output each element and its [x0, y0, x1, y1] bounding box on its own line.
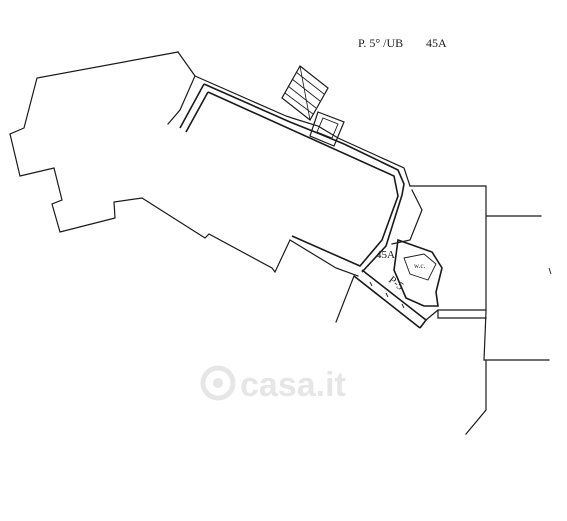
unit-label: 45A [376, 249, 395, 261]
balcony-left-edge [335, 275, 355, 323]
building-outline-left [9, 51, 359, 277]
stair-landing [309, 111, 345, 147]
stairwell [281, 65, 345, 147]
watermark-logo-dot [213, 378, 223, 388]
boundary-markers [369, 281, 405, 309]
apartment-boundary-inner [185, 91, 399, 267]
wc-room [393, 238, 443, 307]
wc-inner [403, 253, 437, 281]
wc-label: w.c. [414, 262, 425, 270]
tick-mark [548, 267, 552, 275]
building-outline-top [167, 51, 411, 187]
wc-block: w.c. [393, 238, 443, 307]
neighbour-outline [409, 185, 550, 435]
neighbour-inner-wall [391, 189, 423, 245]
stair-treads [284, 65, 325, 121]
apartment-boundary-outer [179, 83, 405, 273]
watermark-logo-icon [200, 365, 236, 401]
watermark-text: casa.it [240, 366, 346, 404]
plan-title-unit: 45A [426, 36, 447, 50]
shaft [316, 117, 339, 139]
balcony-right [425, 309, 487, 321]
watermark: casa.it [200, 365, 346, 404]
plan-title: P. 5° /UB [358, 36, 403, 50]
